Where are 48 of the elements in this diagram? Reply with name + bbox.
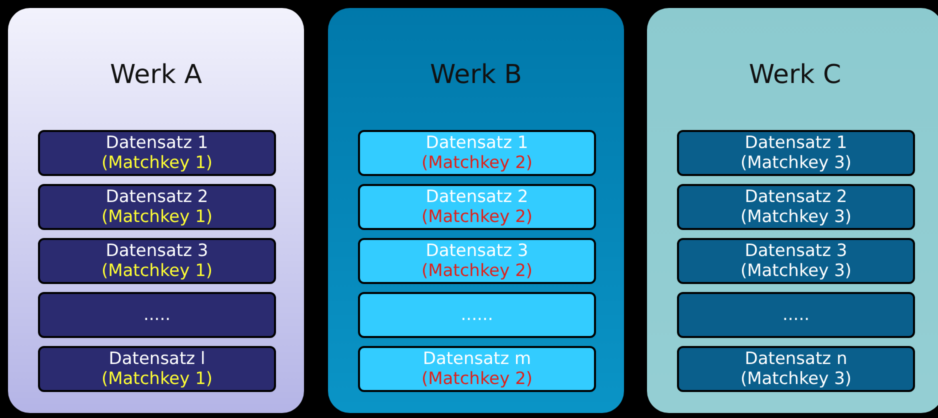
record-box [677, 238, 915, 284]
matchkey-label: (Matchkey 1) [101, 207, 213, 227]
plant-panel [328, 8, 624, 413]
record-label: Datensatz 2 [426, 187, 528, 207]
ellipsis-label: ..... [782, 305, 810, 325]
record-label: Datensatz 1 [744, 133, 848, 153]
ellipsis-label: ...... [460, 305, 494, 325]
matchkey-label: (Matchkey 3) [740, 369, 852, 389]
matchkey-label: (Matchkey 3) [740, 261, 852, 281]
record-label: Datensatz l [108, 349, 206, 369]
record-label: Datensatz 1 [106, 133, 208, 153]
record-label: Datensatz 2 [744, 187, 848, 207]
plant-panel [8, 8, 304, 413]
ellipsis-label: ..... [143, 305, 171, 325]
record-box [358, 346, 596, 392]
panel-title: Werk C [748, 60, 842, 90]
matchkey-label: (Matchkey 1) [101, 153, 213, 173]
record-box [677, 184, 915, 230]
record-box [38, 184, 276, 230]
record-label: Datensatz n [744, 349, 848, 369]
record-box [677, 130, 915, 176]
plant-panel [647, 8, 938, 413]
record-box [677, 346, 915, 392]
matchkey-label: (Matchkey 2) [421, 261, 533, 281]
matchkey-label: (Matchkey 2) [421, 207, 533, 227]
matchkey-label: (Matchkey 1) [101, 369, 213, 389]
matchkey-label: (Matchkey 1) [101, 261, 213, 281]
record-box [38, 130, 276, 176]
record-box [38, 346, 276, 392]
record-label: Datensatz 3 [426, 241, 528, 261]
record-box [358, 292, 596, 338]
record-box [358, 130, 596, 176]
panel-title: Werk A [109, 60, 203, 90]
record-label: Datensatz m [422, 349, 532, 369]
record-label: Datensatz 3 [744, 241, 848, 261]
record-box [38, 292, 276, 338]
record-label: Datensatz 1 [426, 133, 528, 153]
matchkey-label: (Matchkey 2) [421, 153, 533, 173]
matchkey-label: (Matchkey 3) [740, 153, 852, 173]
matchkey-label: (Matchkey 2) [421, 369, 533, 389]
record-box [358, 238, 596, 284]
record-label: Datensatz 3 [106, 241, 208, 261]
matchkey-label: (Matchkey 3) [740, 207, 852, 227]
panel-title: Werk B [428, 60, 524, 90]
record-box [38, 238, 276, 284]
record-box [358, 184, 596, 230]
record-label: Datensatz 2 [106, 187, 208, 207]
record-box [677, 292, 915, 338]
